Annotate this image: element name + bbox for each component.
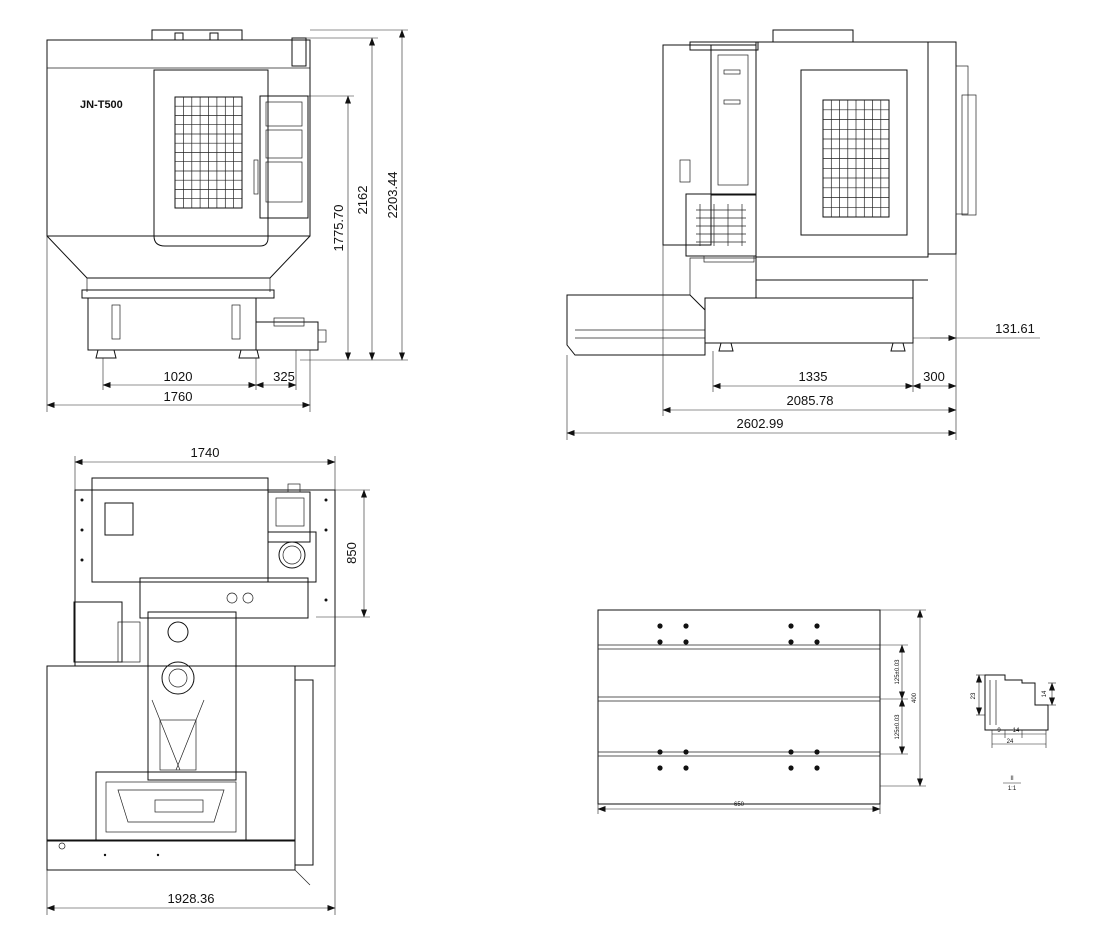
dim-slot-total: 24 xyxy=(1007,739,1014,745)
side-view-dimensions: 131.61 1335 300 2085.78 2602.99 xyxy=(566,245,1040,440)
scale-numerator: II xyxy=(1010,776,1014,782)
dim-slot-pitch-lower: 125±0.03 xyxy=(895,714,901,740)
side-slotted-box xyxy=(685,193,757,257)
dim-top-width: 1740 xyxy=(191,445,220,460)
dim-side-body: 2085.78 xyxy=(787,393,834,408)
top-view-dimensions: 1740 850 1928.36 xyxy=(46,445,370,915)
dim-height-lower: 1775.70 xyxy=(331,205,346,252)
dim-width-base: 1020 xyxy=(164,369,193,384)
dim-side-total: 2602.99 xyxy=(737,416,784,431)
dim-table-length: 650 xyxy=(734,802,745,808)
table-view xyxy=(597,609,881,805)
front-view: JN-T500 xyxy=(46,29,327,359)
dim-slot-pitch-upper: 125±0.03 xyxy=(895,659,901,685)
dim-top-depth: 850 xyxy=(344,542,359,564)
top-view xyxy=(46,477,336,886)
dim-slot-b: 14 xyxy=(1013,728,1020,734)
dim-side-base: 1335 xyxy=(799,369,828,384)
front-view-dimensions: 2203.44 2162 1775.70 1020 325 1760 xyxy=(46,29,408,412)
dim-top-bottom-width: 1928.36 xyxy=(168,891,215,906)
dim-side-rear: 300 xyxy=(923,369,945,384)
dim-slot-depth: 14 xyxy=(1042,690,1048,697)
table-bolt-holes xyxy=(657,623,820,771)
side-window-grid xyxy=(822,99,890,218)
dim-total-height: 2203.44 xyxy=(385,172,400,219)
scale-denominator: 1:1 xyxy=(1008,786,1017,792)
dim-table-width: 400 xyxy=(912,692,918,703)
model-label: JN-T500 xyxy=(80,99,123,111)
dim-right-offset: 131.61 xyxy=(995,321,1035,336)
front-control-panel xyxy=(259,95,309,219)
dim-height-mid: 2162 xyxy=(355,186,370,215)
side-view xyxy=(566,29,977,356)
table-view-dimensions: 125±0.03 125±0.03 400 650 xyxy=(597,609,926,814)
front-window-grid xyxy=(174,96,243,209)
dim-slot-height: 23 xyxy=(971,692,977,699)
dim-slot-a: 9 xyxy=(997,728,1001,734)
slot-detail: 23 14 9 14 24 II 1:1 xyxy=(971,674,1056,792)
dim-width-side: 325 xyxy=(273,369,295,384)
dim-width-total: 1760 xyxy=(164,389,193,404)
